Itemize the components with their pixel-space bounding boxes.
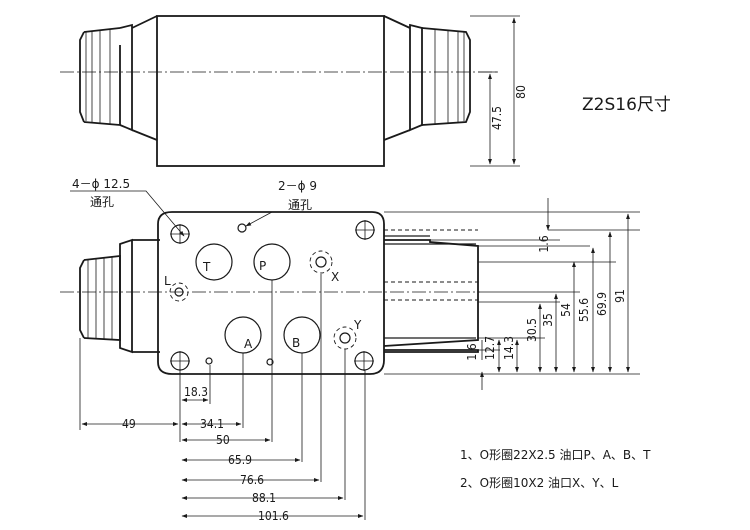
callout-pin-holes: 2－ϕ 9	[278, 179, 317, 193]
dim-1_6-top: 1.6	[537, 235, 551, 252]
dim-88_1: 88.1	[252, 491, 276, 505]
dim-34_1: 34.1	[200, 417, 224, 431]
dim-35: 35	[541, 313, 555, 327]
port-Y-circle	[333, 326, 357, 350]
top-right-cap	[383, 15, 471, 141]
dim-55_6: 55.6	[577, 298, 591, 322]
port-Y-label: Y	[353, 318, 362, 332]
dim-50: 50	[216, 433, 230, 447]
port-T-label: T	[202, 260, 211, 274]
mounting-plate	[157, 211, 479, 375]
top-view: 80 47.5	[60, 15, 528, 167]
port-L-circle	[169, 282, 189, 302]
dim-65_9: 65.9	[228, 453, 252, 467]
dim-14_3: 14.3	[502, 336, 516, 360]
dim-30_5: 30.5	[525, 318, 539, 342]
dim-69_9: 69.9	[595, 292, 609, 316]
dim-47_5: 47.5	[490, 106, 504, 130]
pin-hole-right	[266, 358, 274, 366]
port-B-label: B	[292, 336, 300, 350]
dim-91: 91	[613, 289, 627, 303]
top-body	[156, 15, 385, 167]
pin-hole-top	[237, 223, 247, 233]
dim-76_6: 76.6	[240, 473, 264, 487]
pin-hole-bottom	[205, 357, 213, 365]
port-T-circle	[195, 243, 233, 281]
port-P-label: P	[259, 259, 266, 273]
dim-12_7: 12.7	[483, 336, 497, 360]
front-left-cap	[79, 238, 160, 354]
dim-54: 54	[559, 303, 573, 317]
callout-bolt-holes-sub: 通孔	[90, 195, 114, 209]
drawing-title: Z2S16尺寸	[582, 95, 671, 115]
dim-80: 80	[514, 85, 528, 99]
dim-1_6-bottom: 1.6	[465, 343, 479, 360]
dim-18_3: 18.3	[184, 385, 208, 399]
dim-49: 49	[122, 417, 136, 431]
callout-pin-holes-sub: 通孔	[288, 198, 312, 212]
port-B-circle	[283, 316, 321, 354]
port-L-label: L	[164, 274, 171, 288]
dim-101_6: 101.6	[258, 509, 289, 523]
callout-bolt-holes: 4－ϕ 12.5	[72, 177, 130, 191]
port-X-label: X	[331, 270, 339, 284]
top-left-cap	[79, 15, 158, 141]
bolt-holes	[170, 220, 375, 371]
port-A-label: A	[244, 337, 253, 351]
note-2: 2、O形圈10X2 油口X、Y、L	[460, 476, 619, 490]
front-view: T P A B X Y L 4－ϕ 12.5 通孔 2－ϕ 9 通孔 1.6 1…	[60, 177, 640, 523]
port-X-circle	[309, 250, 333, 274]
note-1: 1、O形圈22X2.5 油口P、A、B、T	[460, 448, 651, 462]
port-A-circle	[224, 316, 262, 354]
